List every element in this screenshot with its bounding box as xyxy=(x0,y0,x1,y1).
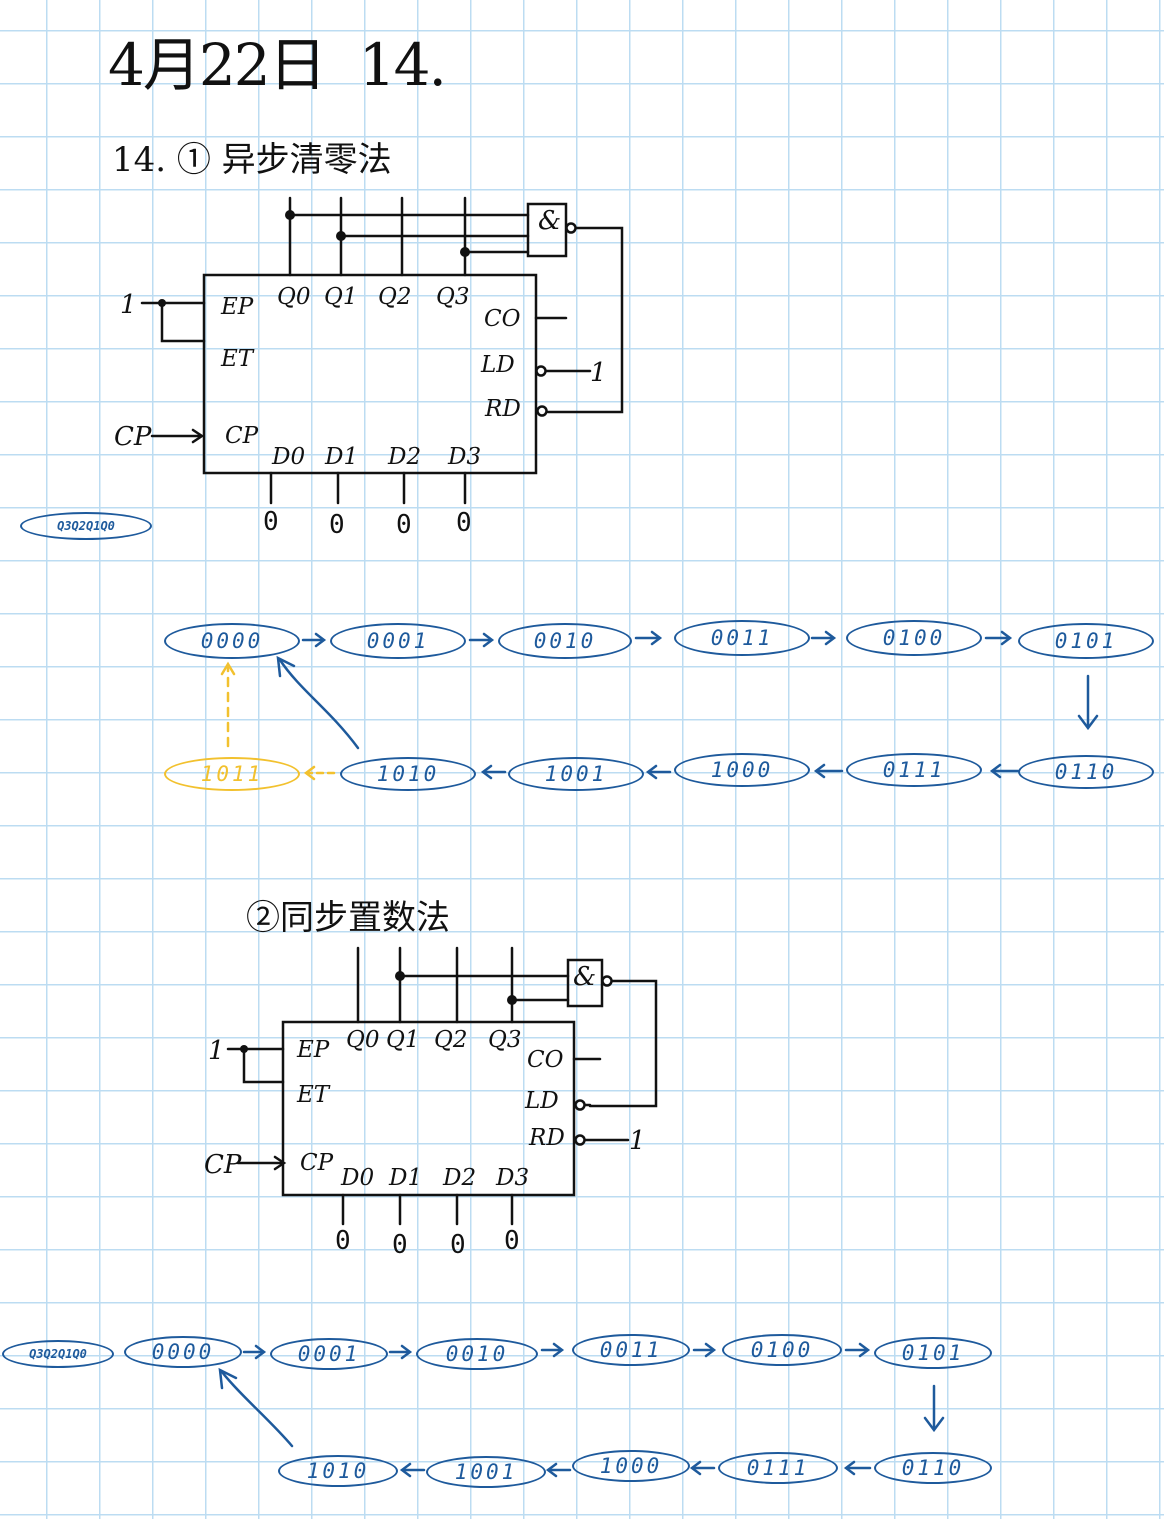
section1-title: 14. ① 异步清零法 xyxy=(112,140,392,180)
state-1-1011: 1011 xyxy=(164,757,300,791)
state-order-label-1: Q3Q2Q1Q0 xyxy=(20,512,152,540)
pin-co-1: CO xyxy=(484,306,521,332)
state-1-0010: 0010 xyxy=(498,623,632,659)
state-1-0100: 0100 xyxy=(846,620,982,656)
state-2-0001: 0001 xyxy=(270,1338,388,1370)
pin-cp-1: CP xyxy=(225,423,259,449)
state-2-0110: 0110 xyxy=(874,1452,992,1484)
state-1-0011: 0011 xyxy=(674,620,810,656)
input-d1-2: 0 xyxy=(392,1230,408,1260)
state-1-0000: 0000 xyxy=(164,623,300,659)
pin-et-1: ET xyxy=(221,346,254,372)
pin-q2-2: Q2 xyxy=(434,1027,468,1053)
state-order-label-2: Q3Q2Q1Q0 xyxy=(2,1340,114,1368)
pin-q1-2: Q1 xyxy=(386,1027,420,1053)
const-one-left-2: 1 xyxy=(208,1036,225,1066)
state-1-0110: 0110 xyxy=(1018,755,1154,789)
pin-ep-2: EP xyxy=(297,1037,330,1063)
counter2-box xyxy=(281,1020,576,1197)
section2-title: ②同步置数法 xyxy=(246,898,450,938)
pin-rd-1: RD xyxy=(485,396,521,422)
state-2-0000: 0000 xyxy=(124,1336,242,1368)
gate1-symbol: & xyxy=(538,206,562,236)
pin-ld-1: LD xyxy=(481,352,515,378)
input-d0-2: 0 xyxy=(335,1226,351,1256)
state-2-1010: 1010 xyxy=(278,1455,398,1487)
state-2-0101: 0101 xyxy=(874,1337,992,1369)
clock-input-1: CP xyxy=(114,422,152,452)
pin-q0-2: Q0 xyxy=(346,1027,380,1053)
state-1-0101: 0101 xyxy=(1018,623,1154,659)
pin-q3-2: Q3 xyxy=(488,1027,522,1053)
pin-d2-1: D2 xyxy=(388,444,422,470)
input-d3-1: 0 xyxy=(456,508,472,538)
page-title: 4月22日 14. xyxy=(108,18,447,102)
pin-d2-2: D2 xyxy=(443,1165,477,1191)
state-1-0111: 0111 xyxy=(846,753,982,787)
pin-co-2: CO xyxy=(527,1047,564,1073)
date-text: 4月22日 xyxy=(108,31,327,99)
const-one-rd-2: 1 xyxy=(629,1126,646,1156)
pin-d3-1: D3 xyxy=(448,444,482,470)
input-d0-1: 0 xyxy=(263,507,279,537)
state-1-1001: 1001 xyxy=(508,757,644,791)
const-one-ld-1: 1 xyxy=(590,358,607,388)
input-d1-1: 0 xyxy=(329,510,345,540)
state-1-0001: 0001 xyxy=(330,623,466,659)
pin-d1-1: D1 xyxy=(325,444,359,470)
state-2-0100: 0100 xyxy=(722,1334,842,1366)
gate2-symbol: & xyxy=(573,962,597,992)
counter1-box xyxy=(202,273,538,475)
pin-ld-2: LD xyxy=(525,1088,559,1114)
problem-number: 14. xyxy=(358,31,447,99)
input-d2-2: 0 xyxy=(450,1230,466,1260)
pin-q0-1: Q0 xyxy=(277,284,311,310)
input-d2-1: 0 xyxy=(396,510,412,540)
pin-q3-1: Q3 xyxy=(436,284,470,310)
const-one-left-1: 1 xyxy=(120,290,137,320)
state-2-0111: 0111 xyxy=(718,1452,838,1484)
state-2-0010: 0010 xyxy=(416,1338,538,1370)
pin-d3-2: D3 xyxy=(496,1165,530,1191)
state-2-1000: 1000 xyxy=(572,1450,690,1482)
state-1-1010: 1010 xyxy=(340,757,476,791)
state-2-0011: 0011 xyxy=(572,1334,690,1366)
pin-q1-1: Q1 xyxy=(324,284,358,310)
input-d3-2: 0 xyxy=(504,1226,520,1256)
pin-d1-2: D1 xyxy=(389,1165,423,1191)
pin-q2-1: Q2 xyxy=(378,284,412,310)
clock-input-2: CP xyxy=(204,1150,242,1180)
state-2-1001: 1001 xyxy=(426,1456,546,1488)
pin-rd-2: RD xyxy=(529,1125,565,1151)
state-1-1000: 1000 xyxy=(674,753,810,787)
pin-cp-2: CP xyxy=(300,1150,334,1176)
pin-d0-1: D0 xyxy=(272,444,306,470)
pin-et-2: ET xyxy=(297,1082,330,1108)
pin-d0-2: D0 xyxy=(341,1165,375,1191)
pin-ep-1: EP xyxy=(221,294,254,320)
